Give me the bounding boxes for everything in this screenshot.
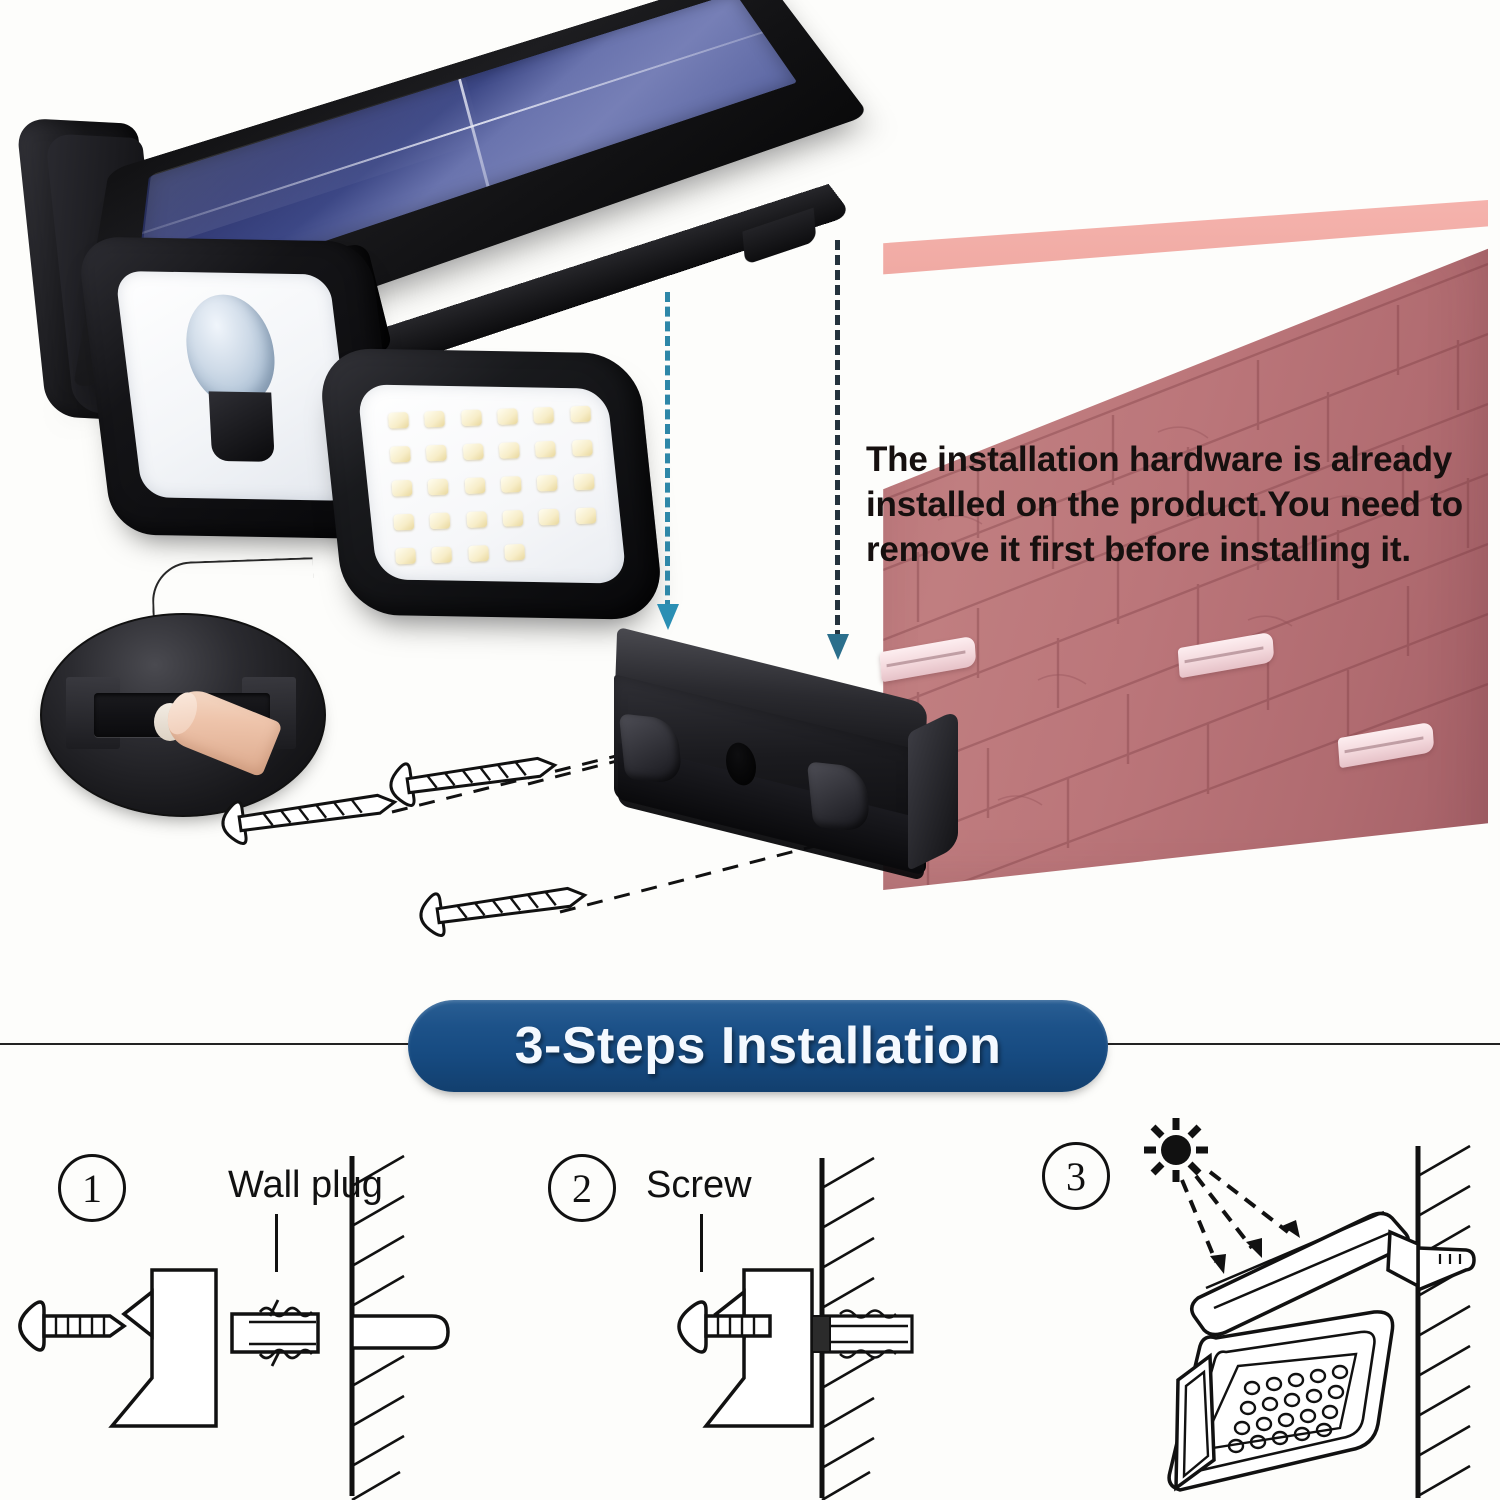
steps-banner: 3-Steps Installation [408,1000,1108,1092]
led-dots [1227,1364,1349,1454]
brick-wall-illustration [858,200,1488,890]
wall-plug-icon [820,1314,914,1354]
wall-plug-fins [258,1299,314,1367]
bracket-icon [702,1268,814,1428]
sun-ray-arrows [1180,1170,1290,1263]
step-1: 1 Wall plug [0,1120,500,1500]
down-arrow-blue [657,292,679,630]
wall-plug-icon [230,1312,320,1354]
arrow-tip [827,634,849,660]
step-2-diagram [677,1156,914,1500]
panel-to-wall-arm [1386,1229,1420,1289]
installation-notice-text: The installation hardware is already ins… [866,440,1463,569]
top-illustration-section: The installation hardware is already ins… [0,0,1500,1020]
step-1-label: Wall plug [228,1164,383,1206]
step-number-circle: 2 [548,1154,616,1222]
wall-plug-fins [839,1309,897,1359]
screw-icon [419,886,588,937]
banner-title: 3-Steps Installation [514,1017,1002,1075]
step-number-circle: 1 [58,1154,126,1222]
arrow-tip [657,604,679,630]
step-2: 2 Screw [500,1120,1000,1500]
step-1-leader-line [275,1214,278,1272]
solar-light-product-illustration [10,0,890,640]
release-button-detail-inset [40,613,326,817]
step-1-diagram [18,1154,450,1500]
wall-mounting-bracket [608,626,968,905]
screw-icon [18,1300,128,1352]
screw-icon [389,756,558,807]
installation-steps-section: 1 Wall plug [0,1118,1500,1500]
screw-shank-in-plug [811,1315,831,1353]
down-arrow-dark [827,240,849,660]
drilled-hole-icon [350,1314,450,1350]
lamp-head-icon [1167,1310,1395,1492]
screw-assembly-svg [221,740,839,937]
step-3-diagram [1144,1118,1476,1498]
wall-icon [1415,1144,1471,1498]
arrow-stem [835,240,840,640]
screw-leader-line [559,838,839,914]
screw-icon [221,793,398,845]
step-2-label: Screw [646,1164,752,1206]
wall-mount-stub [1416,1246,1476,1293]
step-3: 3 [1000,1118,1500,1500]
stub-detail [1438,1254,1462,1264]
sun-ray-arrow-tips [1210,1220,1300,1274]
bracket-icon [108,1268,218,1428]
bracket-end-cap [908,708,958,872]
side-head-inner [1182,1369,1210,1479]
step-number-circle: 3 [1042,1142,1110,1210]
arrow-stem [665,292,670,610]
step-2-leader-line [700,1214,703,1272]
sun-icon [1144,1118,1208,1182]
